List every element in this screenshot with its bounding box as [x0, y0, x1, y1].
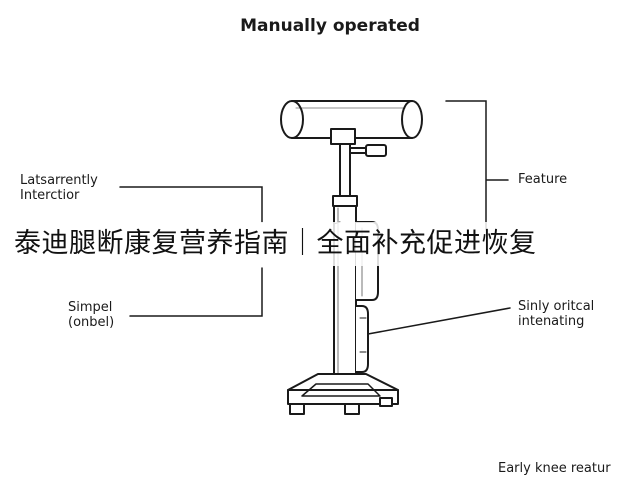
diagram-title: Manually operated [240, 16, 420, 36]
label-top-left: Latsarrently Interctior [20, 173, 98, 203]
lower-pad [355, 305, 369, 373]
label-bottom-left-line-1: Simpel [68, 300, 113, 315]
height-collar [332, 195, 358, 207]
adjustment-knob [349, 147, 367, 154]
label-right-bottom: Sinly oritcal intenating [518, 299, 594, 329]
label-bottom-right: Early knee reatur [498, 461, 611, 476]
label-top-left-line-1: Latsarrently [20, 173, 98, 188]
callout-line-top-left [119, 186, 263, 223]
callout-line-right-top [445, 100, 509, 231]
upper-rod [339, 143, 351, 199]
base-foot-back [379, 397, 393, 407]
caption-overlay-band [0, 222, 640, 266]
label-right-bottom-line-2: intenating [518, 314, 585, 329]
callout-line-bottom-left [129, 267, 263, 317]
base-foot-left [289, 403, 305, 415]
label-bottom-left-line-2: (onbel) [68, 315, 115, 330]
base-foot-right [344, 403, 360, 415]
label-bottom-left: Simpel (onbel) [68, 300, 114, 330]
label-right-bottom-line-1: Sinly oritcal [518, 299, 595, 314]
callout-line-right-bottom [367, 307, 511, 335]
top-bar [280, 100, 423, 139]
overlay-caption: 泰迪腿断康复营养指南｜全面补充促进恢复 [14, 228, 537, 259]
label-feature: Feature [518, 172, 568, 187]
top-clamp [330, 128, 356, 145]
label-top-left-line-2: Interctior [20, 188, 80, 203]
